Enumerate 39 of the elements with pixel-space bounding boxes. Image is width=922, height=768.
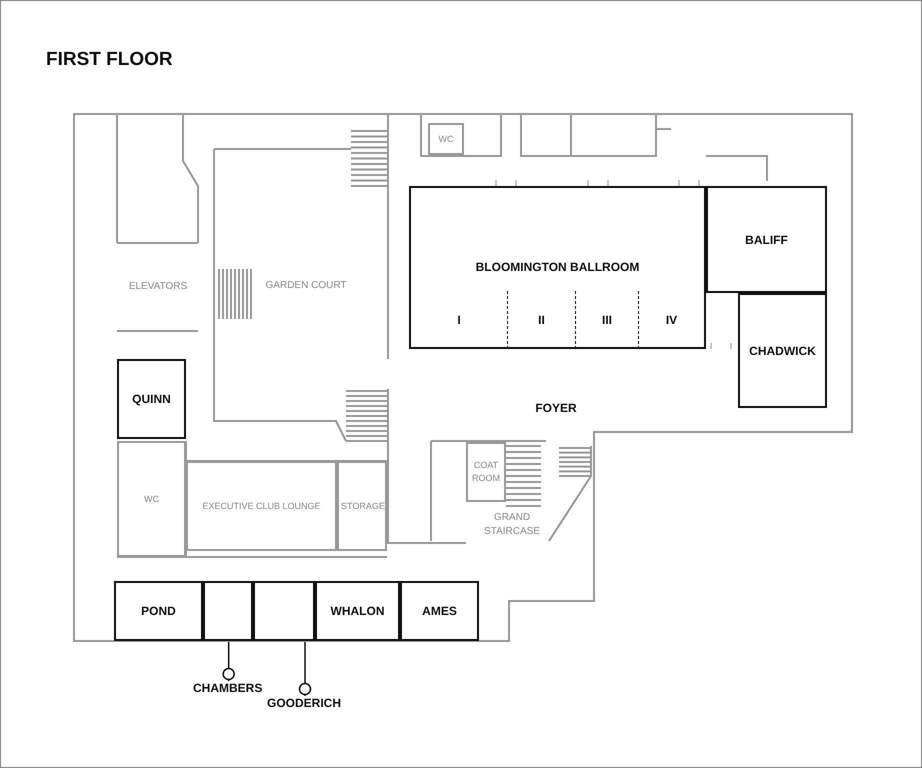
room-name: GOODERICH [267, 696, 342, 710]
page-title: FIRST FLOOR [46, 49, 173, 71]
room [337, 461, 387, 551]
room-section: II [508, 291, 576, 349]
room [114, 581, 203, 641]
room-name: BLOOMINGTON BALLROOM [474, 260, 640, 274]
room-name: ELEVATORS [128, 280, 188, 294]
room [428, 123, 464, 155]
room [466, 442, 506, 502]
room-section: III [576, 291, 639, 349]
room [315, 581, 400, 641]
room-section: I [411, 291, 508, 349]
room [253, 581, 315, 641]
room-name: GARDEN COURT [266, 279, 346, 293]
room [706, 186, 827, 293]
room-name: EXECUTIVE CLUB LOUNGE [202, 500, 321, 512]
room-name: CHADWICK [749, 344, 816, 358]
room [409, 186, 706, 349]
room [738, 293, 827, 408]
room-name: WHALON [330, 604, 384, 618]
room-name: GRAND STAIRCASE [483, 511, 541, 539]
room-name: BALIFF [745, 232, 788, 246]
room-name: FOYER [535, 401, 577, 415]
room [117, 359, 186, 439]
room-name: WC [438, 132, 454, 146]
room-name: STORAGE [341, 500, 383, 512]
room-section: IV [639, 291, 704, 349]
room-name: POND [141, 604, 176, 618]
room-name: WC [144, 492, 159, 506]
room-name: COAT ROOM [471, 459, 501, 485]
leader-line [298, 642, 312, 696]
room-name: AMES [422, 604, 457, 618]
room [400, 581, 479, 641]
room [117, 441, 186, 557]
room [186, 461, 337, 551]
room-name: CHAMBERS [193, 681, 262, 695]
leader-line [222, 642, 235, 681]
room [203, 581, 253, 641]
room-name: QUINN [132, 392, 171, 406]
